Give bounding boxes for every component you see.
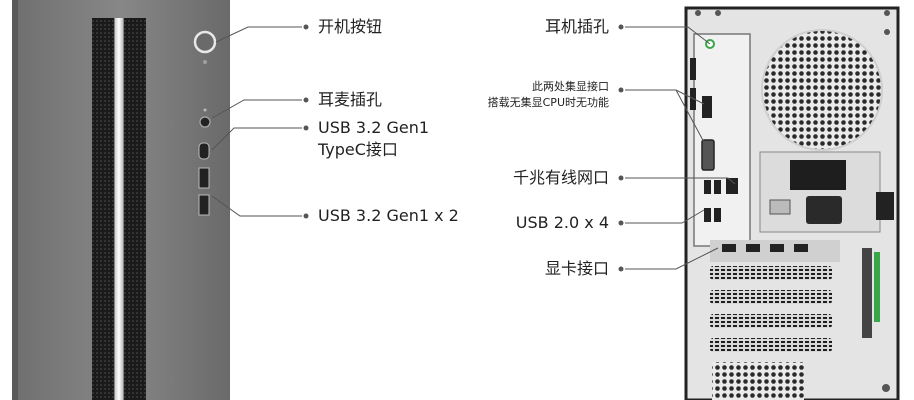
usb-typec-port-icon [198,142,210,160]
label-gpu-ports: 显卡接口 [544,259,609,278]
label-igpu-note-line2: 搭载无集显CPU时无功能 [487,96,609,109]
screw-icon [882,384,890,392]
label-igpu-note: 此两处集显接口 搭载无集显CPU时无功能 [488,79,609,111]
screw-icon [884,29,890,35]
screw-icon [715,10,721,16]
label-usb-typec: USB 3.2 Gen1 TypeC接口 [318,117,429,161]
label-usb-gen1-x2: USB 3.2 Gen1 x 2 [318,206,459,225]
leader-line [211,127,302,151]
leader-line [215,26,302,43]
rear-panel [684,6,900,400]
rear-leader-lines [618,24,736,272]
vga-port-icon [701,139,715,171]
leader-line [625,209,705,224]
label-power-button: 开机按钮 [318,17,383,36]
expansion-slot [710,314,832,328]
hdmi-port-icon [702,96,712,118]
psu-switch [790,160,846,190]
front-silver-strip [115,18,123,400]
label-igpu-note-line1: 此两处集显接口 [532,80,609,93]
leader-line [211,99,302,119]
bottom-grille [712,362,804,400]
fan-grille [761,29,883,151]
expansion-slot [710,266,832,280]
label-usb-typec-line1: USB 3.2 Gen1 [318,118,430,137]
usb2-port-icon [714,180,721,194]
usb2-port-icon [714,208,721,222]
gpu-port-icon [794,244,808,252]
expansion-slot [710,338,832,352]
headset-jack-icon [199,116,211,128]
gpu-port-icon [746,244,760,252]
label-gigabit-lan: 千兆有线网口 [512,168,609,187]
power-led-icon [203,60,207,64]
leader-line [211,195,302,217]
lan-port-icon [726,178,738,194]
gpu-port-icon [770,244,784,252]
leader-line [625,177,736,185]
usb-a-port-icon [198,194,210,216]
screw-icon [884,10,890,16]
label-headset-jack: 耳麦插孔 [318,90,383,109]
psu-socket [806,196,842,224]
usb-a-port-icon [198,167,210,189]
leader-line [625,247,719,270]
expansion-slot [710,290,832,304]
front-vent-left [92,18,114,400]
leader-line [625,26,711,45]
screw-icon [695,10,701,16]
front-side-edge [12,0,18,400]
front-leader-lines [211,24,309,219]
slot-latch [862,248,872,338]
usb2-port-icon [704,180,711,194]
usb2-port-icon [704,208,711,222]
front-vent-right [124,18,146,400]
front-panel [12,0,230,400]
side-lock [876,192,894,220]
leader-line [675,89,707,147]
label-usb-typec-line2: TypeC接口 [318,140,398,159]
power-button-icon [193,30,217,54]
gpu-port-icon [722,244,736,252]
headset-symbol-icon [203,108,207,112]
label-usb2-x4: USB 2.0 x 4 [515,213,609,232]
label-headphone-jack: 耳机插孔 [544,17,609,36]
